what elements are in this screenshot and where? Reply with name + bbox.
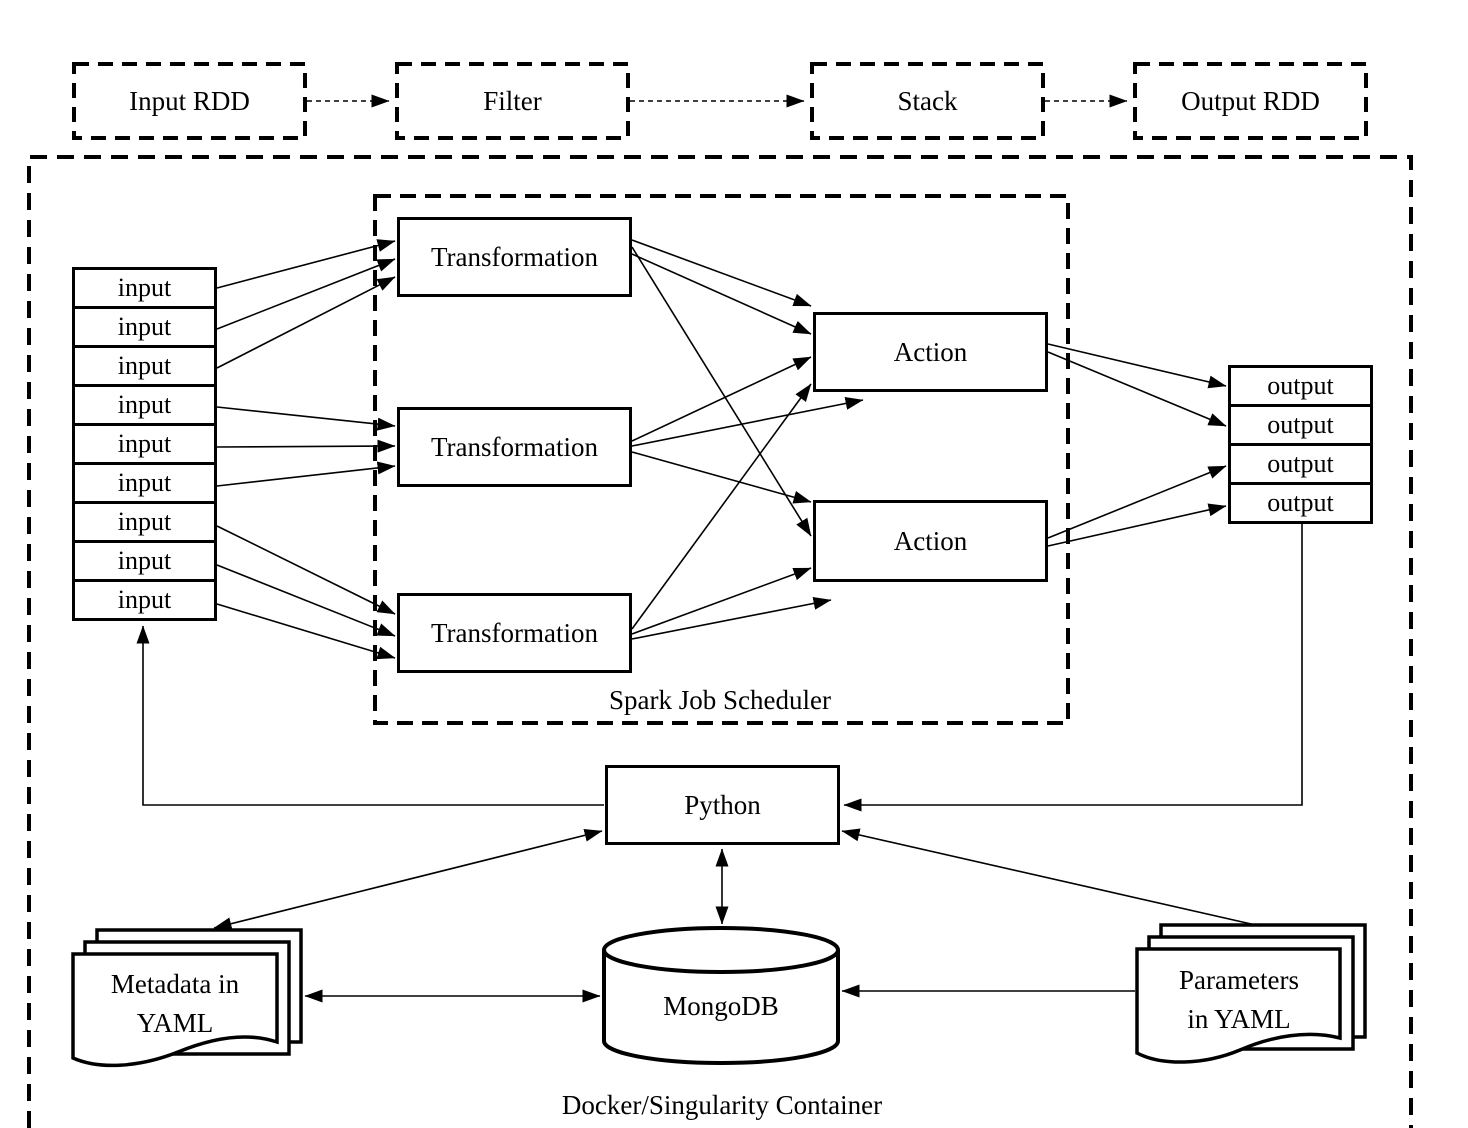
docker-container-label: Docker/Singularity Container [561,1089,883,1120]
input-row: input [72,267,217,309]
stage-filter: Filter [483,85,542,116]
feedback-loops [136,524,1303,812]
transformation-box-2: Transformation [397,407,632,487]
bottom-arrows [213,828,1261,1003]
input-row: input [72,579,217,621]
filter-frame [395,62,630,140]
output-stack: output output output output [1228,365,1373,524]
input-row: input [72,540,217,582]
output-rdd-frame [1133,62,1368,140]
input-stack: input input input input input input inpu… [72,267,217,621]
output-row: output [1228,365,1373,407]
parameters-doc-label: Parameters in YAML [1137,958,1341,1042]
metadata-doc-line2: YAML [136,1008,214,1038]
output-row: output [1228,482,1373,524]
mongodb-label: MongoDB [663,990,779,1021]
input-row: input [72,423,217,465]
input-row: input [72,462,217,504]
metadata-doc-label: Metadata in YAML [73,962,277,1046]
input-row: input [72,306,217,348]
stage-stack: Stack [897,85,958,116]
transformation-box-3: Transformation [397,593,632,673]
action-to-output-arrows [1047,343,1227,547]
spark-scheduler-border [373,194,1070,725]
metadata-doc-line1: Metadata in [110,968,240,999]
parameters-doc-shape [1135,923,1367,1064]
parameters-doc-line1: Parameters [1179,964,1299,995]
stage-output-rdd: Output RDD [1181,85,1320,116]
pipeline-stage-frames [72,62,1368,140]
action-box-2: Action [813,500,1048,582]
spark-scheduler-label: Spark Job Scheduler [609,684,831,715]
input-row: input [72,501,217,543]
input-row: input [72,384,217,426]
docker-container-border [27,155,1413,1128]
input-row: input [72,345,217,387]
metadata-doc-shape [71,928,303,1068]
input-rdd-frame [72,62,307,140]
transformation-to-action-arrows [631,239,864,640]
mongodb-cylinder [602,926,840,1065]
output-row: output [1228,404,1373,446]
stack-frame [810,62,1045,140]
transformation-box-1: Transformation [397,217,632,297]
parameters-doc-line2: in YAML [1187,1004,1291,1034]
stage-input-rdd: Input RDD [129,85,250,116]
action-box-1: Action [813,312,1048,392]
input-to-transformation-arrows [216,239,396,660]
python-box: Python [605,765,840,845]
output-row: output [1228,443,1373,485]
